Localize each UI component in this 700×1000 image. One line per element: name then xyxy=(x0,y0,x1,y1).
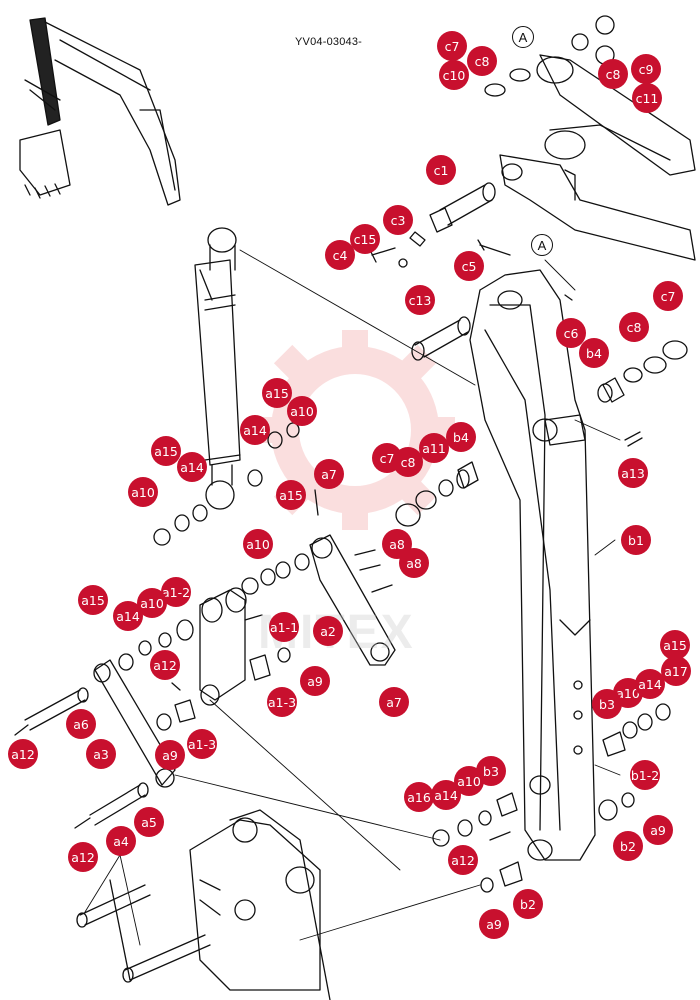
bucket-linkage xyxy=(109,809,331,1000)
part-callout-a10: a10 xyxy=(287,396,317,426)
part-callout-a1-3: a1-3 xyxy=(267,687,297,717)
part-callout-a14: a14 xyxy=(177,452,207,482)
part-callout-c11: c11 xyxy=(632,83,662,113)
part-callout-c8: c8 xyxy=(393,447,423,477)
leader-lines xyxy=(84,249,621,946)
part-callout-a10: a10 xyxy=(128,477,158,507)
part-callout-a10: a10 xyxy=(243,529,273,559)
part-callout-a14: a14 xyxy=(431,780,461,810)
part-callout-a12: a12 xyxy=(8,739,38,769)
part-callout-a2: a2 xyxy=(313,616,343,646)
part-callout-a15: a15 xyxy=(276,480,306,510)
part-callout-a1-3: a1-3 xyxy=(187,729,217,759)
part-callout-a12: a12 xyxy=(68,842,98,872)
part-callout-c8: c8 xyxy=(598,59,628,89)
part-callout-a12: a12 xyxy=(448,845,478,875)
part-callout-c8: c8 xyxy=(619,312,649,342)
part-callout-c5: c5 xyxy=(454,251,484,281)
part-callout-a11: a11 xyxy=(419,433,449,463)
part-callout-a15: a15 xyxy=(151,436,181,466)
part-callout-c8: c8 xyxy=(467,46,497,76)
part-callout-b2: b2 xyxy=(513,889,543,919)
excavator-overview-sketch xyxy=(19,17,181,206)
part-callout-b1: b1 xyxy=(621,525,651,555)
part-callout-c4: c4 xyxy=(325,240,355,270)
part-callout-a17: a17 xyxy=(661,656,691,686)
part-callout-a12: a12 xyxy=(150,650,180,680)
bracket-a1-1 xyxy=(199,587,263,706)
part-callout-a8: a8 xyxy=(382,529,412,559)
part-callout-a9: a9 xyxy=(479,909,509,939)
part-callout-b4: b4 xyxy=(446,422,476,452)
part-callout-a9: a9 xyxy=(643,815,673,845)
link-a2 xyxy=(309,489,396,666)
part-callout-c7: c7 xyxy=(653,281,683,311)
part-callout-b2: b2 xyxy=(613,831,643,861)
part-callout-b1-2: b1-2 xyxy=(630,760,660,790)
part-callout-a5: a5 xyxy=(134,807,164,837)
part-callout-a1-1: a1-1 xyxy=(269,612,299,642)
part-callout-a8: a8 xyxy=(399,548,429,578)
part-callout-a15: a15 xyxy=(660,630,690,660)
part-callout-a4: a4 xyxy=(106,826,136,856)
part-callout-a14: a14 xyxy=(635,669,665,699)
part-callout-c1: c1 xyxy=(426,155,456,185)
part-callout-c10: c10 xyxy=(439,60,469,90)
part-callout-a13: a13 xyxy=(618,458,648,488)
boom-arm-b1 xyxy=(469,269,596,861)
pin-c13 xyxy=(411,316,471,361)
part-callout-c15: c15 xyxy=(350,224,380,254)
part-callout-a14: a14 xyxy=(113,601,143,631)
diagram-reference-code: YV04-03043- xyxy=(295,36,363,48)
part-callout-a7: a7 xyxy=(314,459,344,489)
boom-bracket xyxy=(499,154,696,261)
arm-link-top xyxy=(484,15,696,176)
part-callout-a3: a3 xyxy=(86,739,116,769)
part-callout-c3: c3 xyxy=(383,205,413,235)
part-callout-b3: b3 xyxy=(592,689,622,719)
part-callout-a7: a7 xyxy=(379,687,409,717)
part-callout-a16: a16 xyxy=(404,782,434,812)
pin-c1 xyxy=(429,182,496,233)
part-callout-b4: b4 xyxy=(579,338,609,368)
part-callout-c9: c9 xyxy=(631,54,661,84)
section-marker-A: A xyxy=(531,234,553,256)
part-callout-a6: a6 xyxy=(66,709,96,739)
hydraulic-cylinder xyxy=(194,227,241,510)
part-callout-a15: a15 xyxy=(78,585,108,615)
part-callout-c7: c7 xyxy=(437,31,467,61)
part-callout-a9: a9 xyxy=(155,740,185,770)
part-callout-a15: a15 xyxy=(262,378,292,408)
section-marker-A: A xyxy=(512,26,534,48)
part-callout-a14: a14 xyxy=(240,415,270,445)
part-callout-a9: a9 xyxy=(300,666,330,696)
part-callout-c13: c13 xyxy=(405,285,435,315)
